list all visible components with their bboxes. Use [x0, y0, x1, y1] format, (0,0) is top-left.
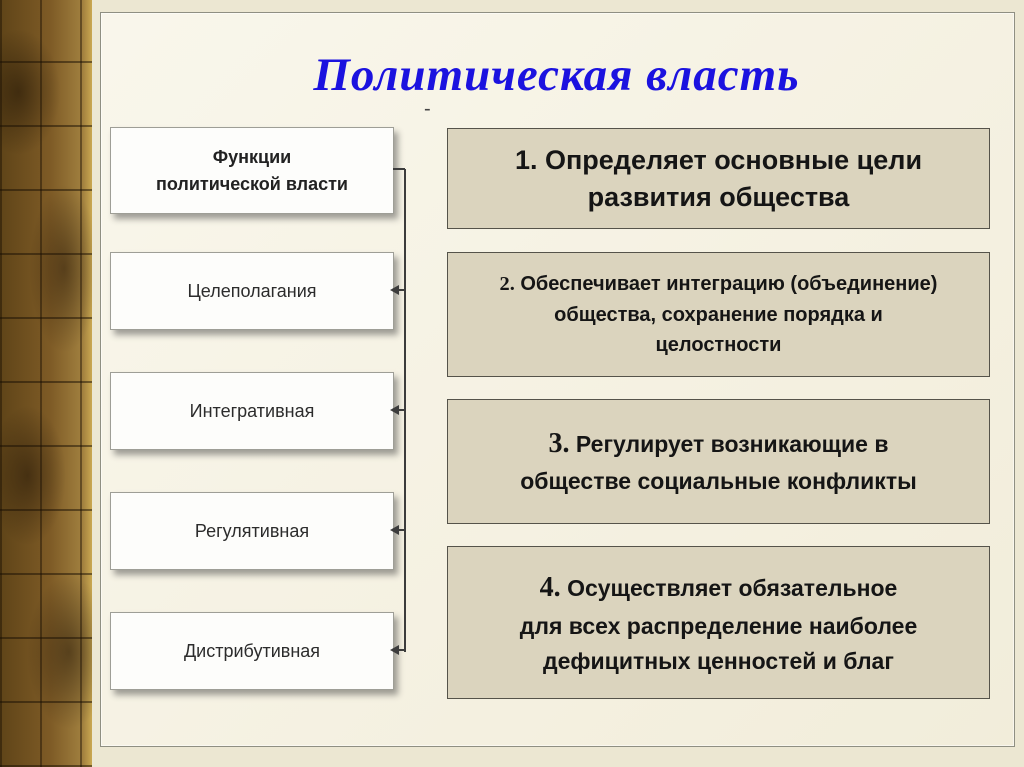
arrow-left-icon [390, 645, 399, 655]
connector-stub-line [393, 168, 405, 170]
function-label: Целеполагания [187, 280, 317, 301]
description-text: Обеспечивает интеграцию (объединение) об… [520, 273, 938, 356]
description-box-3: 3. Регулирует возникающие в обществе соц… [447, 399, 990, 524]
function-label: Дистрибутивная [183, 640, 321, 661]
description-number: 1. [514, 145, 538, 176]
description-number: 3. [548, 428, 570, 460]
arrow-left-icon [390, 525, 399, 535]
arrow-left-icon [390, 285, 399, 295]
description-box-1: 1. Определяет основные цели развития общ… [447, 128, 990, 229]
arrow-left-icon [390, 405, 399, 415]
left-texture-strip [0, 0, 92, 767]
function-box-distributive: Дистрибутивная [110, 612, 394, 690]
description-text: Осуществляет обязательное для всех распр… [519, 574, 918, 674]
arrow-line [398, 529, 406, 531]
functions-header-box: Функции политической власти [110, 127, 394, 214]
function-box-goal-setting: Целеполагания [110, 252, 394, 330]
function-label: Регулятивная [194, 520, 310, 541]
description-text: Регулирует возникающие в обществе социал… [520, 431, 917, 495]
decorative-dash: - [424, 98, 431, 120]
arrow-line [398, 649, 406, 651]
function-box-regulative: Регулятивная [110, 492, 394, 570]
page-title: Политическая власть [313, 49, 800, 101]
description-number: 4. [539, 571, 561, 603]
description-text: Определяет основные цели развития общест… [544, 145, 923, 212]
function-box-integrative: Интегративная [110, 372, 394, 450]
arrow-line [398, 409, 406, 411]
description-number: 2. [499, 273, 515, 296]
description-box-4: 4. Осуществляет обязательное для всех ра… [447, 546, 990, 699]
function-label: Интегративная [189, 400, 315, 421]
description-box-2: 2. Обеспечивает интеграцию (объединение)… [447, 252, 990, 377]
functions-header-label: Функции политической власти [155, 147, 349, 194]
arrow-line [398, 289, 406, 291]
